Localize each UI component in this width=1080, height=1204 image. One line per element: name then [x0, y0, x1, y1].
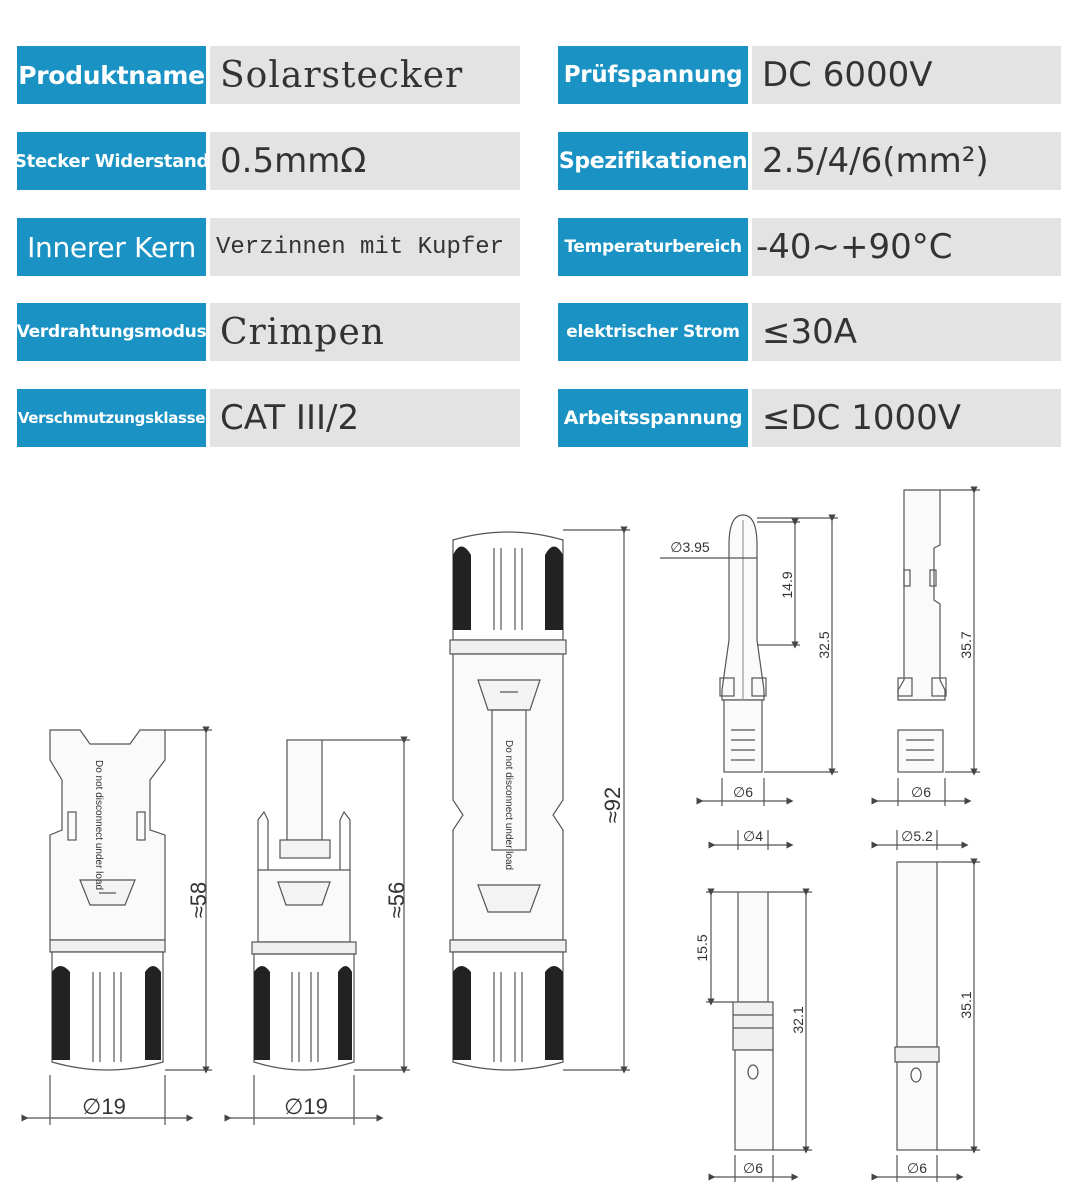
spec-value: 2.5/4/6(mm²)	[752, 132, 1061, 190]
spec-label: Spezifikationen	[558, 132, 748, 190]
female-length-label: ≈58	[186, 882, 211, 919]
spec-row-pruefspannung: Prüfspannung DC 6000V	[558, 46, 1061, 104]
spec-row-elektrischer-strom: elektrischer Strom ≤30A	[558, 303, 1061, 361]
spec-row-arbeitsspannung: Arbeitsspannung ≤DC 1000V	[558, 389, 1061, 447]
male-pin-upper-drawing	[660, 514, 838, 806]
spec-row-innerer-kern: Innerer Kern Verzinnen mit Kupfer	[17, 218, 520, 276]
mated-length-label: ≈92	[600, 787, 625, 824]
spec-row-verschmutzungsklasse: Verschmutzungsklasse CAT III/2	[17, 389, 520, 447]
female-diameter-label: ∅19	[82, 1094, 126, 1119]
spec-row-stecker-widerstand: Stecker Widerstand 0.5mmΩ	[17, 132, 520, 190]
spec-row-temperaturbereich: Temperaturbereich -40~+90°C	[558, 218, 1061, 276]
spec-label: Verdrahtungsmodus	[17, 303, 206, 361]
spec-row-verdrahtungsmodus: Verdrahtungsmodus Crimpen	[17, 303, 520, 361]
male-pin-lower-pin-length: 15.5	[694, 934, 710, 961]
spec-label: Temperaturbereich	[558, 218, 748, 276]
male-pin-upper-tip-diameter: ∅3.95	[670, 539, 710, 555]
female-connector-drawing	[21, 726, 212, 1125]
spec-row-spezifikationen: Spezifikationen 2.5/4/6(mm²)	[558, 132, 1061, 190]
male-pin-lower-length: 32.1	[790, 1006, 806, 1033]
male-pin-upper-tip-length: 14.9	[779, 571, 795, 598]
mated-inscription: Do not disconnect under load	[503, 740, 514, 870]
male-pin-upper-length: 32.5	[816, 631, 832, 658]
male-pin-lower-base-diameter: ∅6	[743, 1160, 763, 1176]
spec-value: Solarstecker	[210, 46, 520, 104]
spec-value: Verzinnen mit Kupfer	[210, 218, 520, 276]
male-connector-drawing	[224, 736, 410, 1125]
spec-value: ≤DC 1000V	[752, 389, 1061, 447]
spec-label: Stecker Widerstand	[17, 132, 206, 190]
spec-label: elektrischer Strom	[558, 303, 748, 361]
spec-value: ≤30A	[752, 303, 1061, 361]
female-socket-lower-length: 35.1	[958, 991, 974, 1018]
female-inscription: Do not disconnect under load	[93, 760, 104, 890]
spec-table: Produktname Solarstecker Stecker Widerst…	[0, 0, 1080, 470]
spec-row-produktname: Produktname Solarstecker	[17, 46, 520, 104]
female-socket-lower-diameter: ∅5.2	[901, 828, 933, 844]
male-length-label: ≈56	[384, 882, 409, 919]
male-pin-upper-base-diameter: ∅6	[733, 784, 753, 800]
technical-drawings: Do not disconnect under load Do not disc…	[21, 486, 980, 1182]
female-socket-upper-length: 35.7	[958, 631, 974, 658]
female-socket-lower-drawing	[871, 830, 980, 1182]
female-socket-upper-base-diameter: ∅6	[911, 784, 931, 800]
spec-value: 0.5mmΩ	[210, 132, 520, 190]
spec-label: Innerer Kern	[17, 218, 206, 276]
spec-value: CAT III/2	[210, 389, 520, 447]
male-pin-lower-drawing	[706, 830, 812, 1182]
spec-label: Produktname	[17, 46, 206, 104]
spec-value: Crimpen	[210, 303, 520, 361]
spec-label: Verschmutzungsklasse	[17, 389, 206, 447]
female-socket-lower-base-diameter: ∅6	[907, 1160, 927, 1176]
male-diameter-label: ∅19	[284, 1094, 328, 1119]
spec-value: DC 6000V	[752, 46, 1061, 104]
spec-value: -40~+90°C	[752, 218, 1061, 276]
spec-label: Arbeitsspannung	[558, 389, 748, 447]
male-pin-lower-diameter: ∅4	[743, 828, 763, 844]
mated-pair-drawing	[449, 526, 630, 1074]
female-socket-upper-drawing	[871, 486, 980, 806]
spec-label: Prüfspannung	[558, 46, 748, 104]
